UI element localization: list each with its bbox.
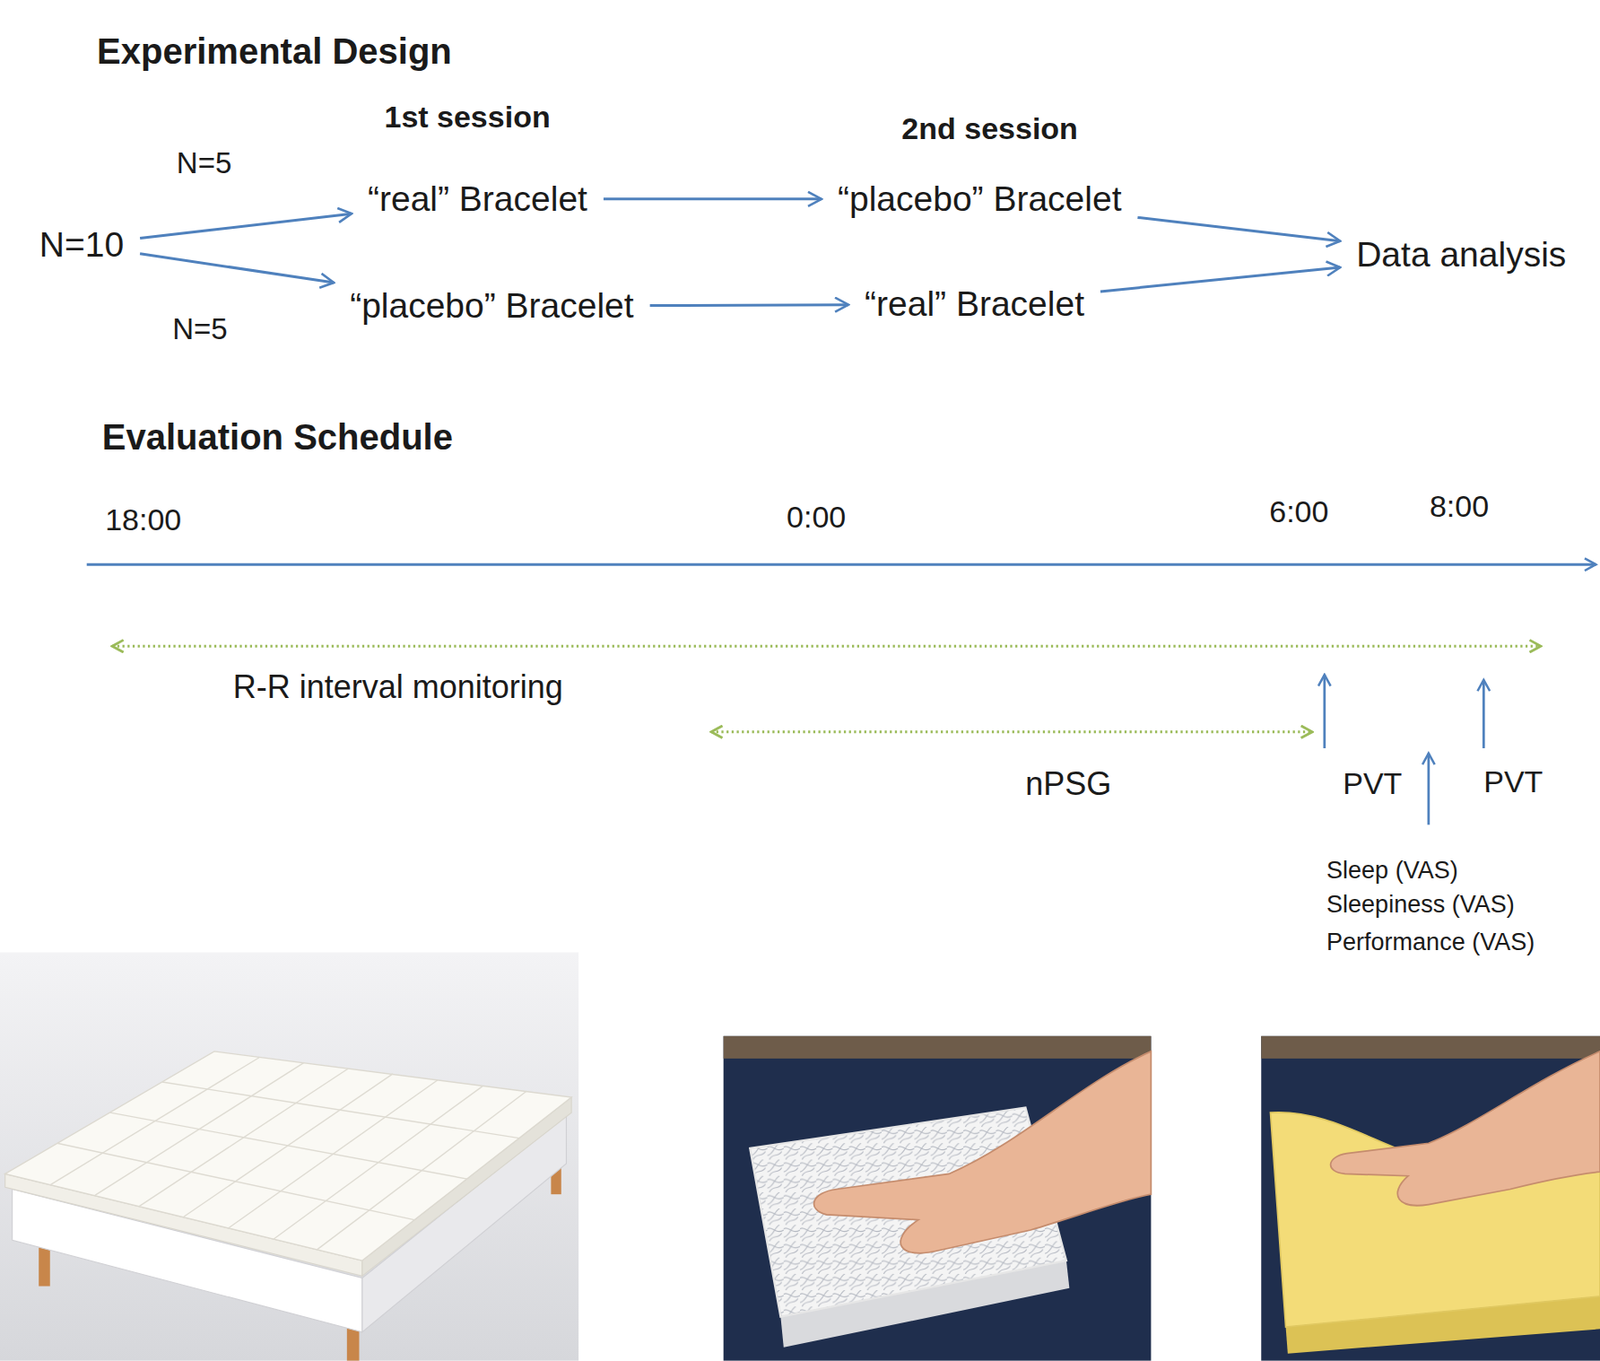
group-size-label: N=5 [174,146,234,181]
bed-photo [50,1057,260,1185]
flow-arrow [1137,217,1340,241]
test-label: PVT [1483,764,1543,800]
time-label: 6:00 [1269,495,1329,531]
rating-label: Performance (VAS) [1326,929,1535,957]
flow-arrow [139,213,352,238]
bed-photo [228,1079,438,1228]
rating-label: Sleepiness (VAS) [1326,891,1515,920]
session-heading: 1st session [383,99,550,135]
step-text: “placebo” Bracelet [837,178,1122,219]
time-label: 0:00 [786,499,846,535]
bed-photo [317,1090,527,1249]
time-marker-arrow [1482,679,1486,748]
rating-label: Sleep (VAS) [1326,856,1459,885]
test-label: PVT [1342,765,1402,801]
flow-step: “real” Bracelet [855,280,1094,329]
time-marker-arrow [1322,674,1326,748]
bed-photo [110,1112,468,1179]
bed-photo [0,952,579,1361]
mesh-cushion-photo [814,1051,1152,1253]
group-size-label: N=5 [170,313,229,348]
step-text: “real” Bracelet [367,178,588,219]
foam-cushion-photo [1330,1051,1600,1206]
span-label: nPSG [1025,765,1112,802]
monitoring-span [112,644,1541,648]
timeline-axis [86,563,1597,566]
flow-arrow [650,303,849,307]
time-marker-arrow [1426,753,1430,826]
step-text: “placebo” Bracelet [349,286,635,327]
bed-photo [95,1061,305,1195]
flow-arrow [139,253,334,283]
session-heading: 2nd session [901,112,1079,148]
flow-arrow [1100,267,1340,292]
mesh-cushion-photo [723,1035,1152,1361]
section-heading: Experimental Design [96,30,453,72]
flow-step: N=10 [30,221,133,270]
step-text: “real” Bracelet [864,284,1085,325]
span-label: R-R interval monitoring [233,668,564,705]
flow-step: “placebo” Bracelet [340,282,644,331]
time-label: 18:00 [104,503,182,539]
step-text: Data analysis [1356,234,1566,276]
foam-cushion-photo [1260,1035,1600,1361]
npsg-span [711,730,1313,733]
mesh-cushion-photo [723,1035,1152,1059]
section-heading: Evaluation Schedule [102,416,453,458]
step-text: N=10 [39,225,124,266]
bed-photo [5,1051,572,1261]
foam-cushion-photo [1260,1035,1600,1361]
mesh-cushion-photo [723,1035,1152,1361]
foam-cushion-photo [1260,1035,1600,1059]
flow-step: Data analysis [1347,231,1575,279]
flow-step: “real” Bracelet [358,174,597,223]
flow-arrow [603,197,822,200]
time-label: 8:00 [1429,489,1489,525]
bed-photo [50,1057,527,1250]
illustration [0,564,1600,1360]
flow-step: “placebo” Bracelet [828,174,1131,223]
bed-photo [273,1086,483,1240]
bed-photo [183,1073,393,1217]
bed-photo [0,952,579,1361]
bed-photo [139,1068,348,1207]
